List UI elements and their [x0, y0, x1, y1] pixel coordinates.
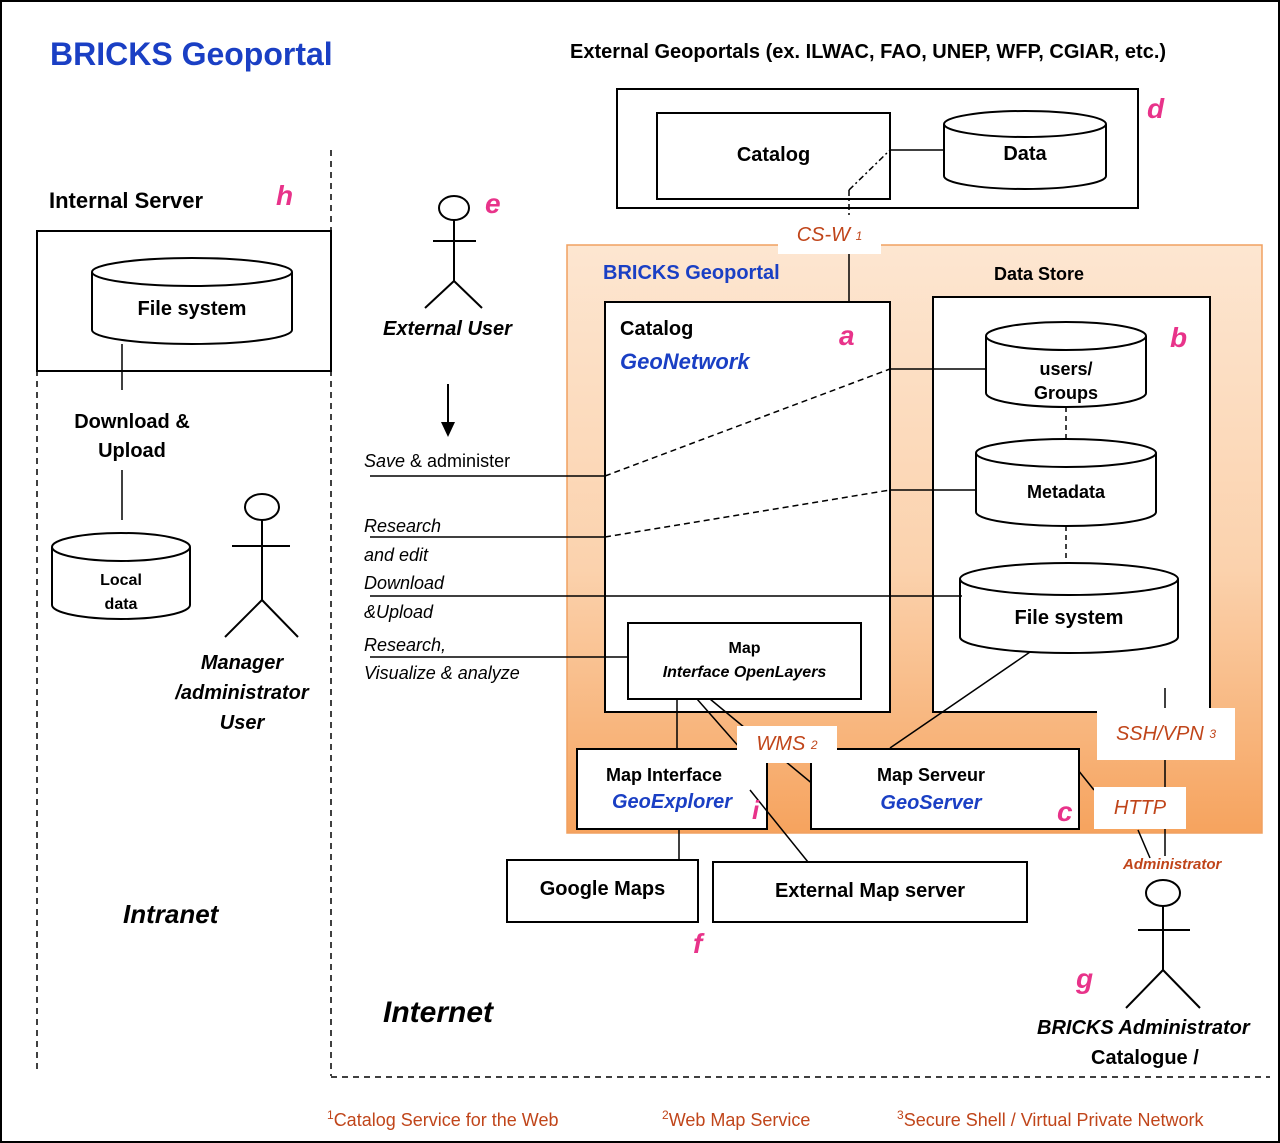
external-user-figure — [424, 195, 483, 309]
external-user-label: External User — [383, 318, 512, 340]
page-title: BRICKS Geoportal — [50, 36, 333, 72]
geonetwork-label: GeoNetwork — [620, 349, 750, 374]
ssh-vpn-label: SSH/VPN 3 — [1097, 708, 1235, 760]
down-arrow — [441, 422, 455, 437]
map-serveur-title: Map Serveur — [876, 765, 986, 785]
users-groups-cylinder — [985, 321, 1147, 408]
download-upload-label: Download &Upload — [52, 408, 212, 466]
geoportal-panel-title: BRICKS Geoportal — [603, 262, 780, 284]
label-g: g — [1076, 963, 1094, 994]
download-upload-action-label: Download&Upload — [364, 573, 445, 622]
external-map-server-label: External Map server — [774, 880, 966, 902]
label-i: i — [752, 795, 760, 825]
bricks-administrator-label: BRICKS Administrator — [1037, 1017, 1250, 1039]
http-label: HTTP — [1094, 787, 1186, 829]
external-catalog-box — [656, 112, 891, 200]
label-f: f — [693, 928, 703, 959]
internal-file-system-label: File system — [137, 298, 247, 320]
intranet-label: Intranet — [123, 899, 219, 929]
data-store-file-system-cylinder — [959, 562, 1179, 654]
label-e: e — [485, 188, 501, 219]
footnote-3: 3Secure Shell / Virtual Private Network — [897, 1108, 1204, 1130]
external-data-label: Data — [1003, 143, 1047, 165]
footnote-1: 1Catalog Service for the Web — [327, 1108, 559, 1130]
external-geoportals-heading: External Geoportals (ex. ILWAC, FAO, UNE… — [570, 41, 1167, 63]
save-administer-label: Save & administer — [364, 451, 511, 471]
external-map-server-box — [712, 861, 1028, 923]
map-openlayers-box — [627, 622, 862, 700]
map-serveur-geoserver-box — [810, 748, 1080, 830]
geoexplorer-label: GeoExplorer — [611, 791, 733, 813]
wms-label: WMS 2 — [737, 726, 837, 763]
google-maps-label: Google Maps — [539, 878, 666, 900]
data-store-file-system-label: File system — [1014, 607, 1124, 629]
google-maps-box — [506, 859, 699, 923]
data-store-title: Data Store — [994, 264, 1085, 284]
label-d: d — [1147, 93, 1165, 124]
label-h: h — [276, 180, 294, 211]
label-c: c — [1057, 796, 1073, 827]
internet-label: Internet — [383, 996, 494, 1029]
metadata-label: Metadata — [1026, 482, 1106, 502]
external-catalog-label: Catalog — [736, 144, 811, 166]
users-groups-label: users/Groups — [1033, 359, 1098, 404]
map-interface-geoexplorer-box — [576, 748, 768, 830]
catalog-title: Catalog — [620, 318, 694, 340]
footnote-2: 2Web Map Service — [662, 1108, 811, 1130]
visualize-analyze-label: Research,Visualize & analyze — [364, 635, 520, 683]
administrator-figure — [1125, 879, 1201, 1009]
local-data-cylinder — [51, 532, 191, 620]
geoserver-label: GeoServer — [880, 792, 982, 814]
catalogue-label: Catalogue / — [1091, 1047, 1199, 1069]
internal-server-heading: Internal Server — [49, 188, 204, 213]
label-a: a — [839, 320, 855, 351]
label-b: b — [1170, 322, 1188, 353]
manager-user-figure — [224, 493, 299, 638]
internal-file-system-cylinder — [91, 257, 293, 345]
csw-label: CS-W 1 — [778, 217, 881, 254]
external-data-cylinder — [943, 110, 1107, 190]
map-interface-title: Map Interface — [605, 765, 723, 785]
administrator-small-label: Administrator — [1123, 856, 1222, 873]
